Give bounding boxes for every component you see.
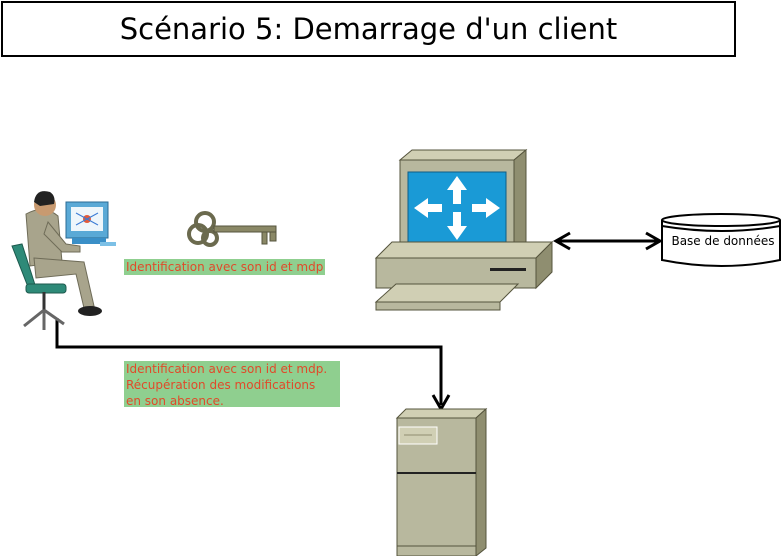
tower-server-icon bbox=[395, 407, 488, 556]
sync-note: Identification avec son id et mdp. Récup… bbox=[124, 361, 340, 408]
central-workstation-icon bbox=[374, 148, 554, 311]
title-box: Scénario 5: Demarrage d'un client bbox=[1, 1, 736, 57]
database-icon bbox=[661, 213, 781, 267]
sync-note-line: en son absence. bbox=[126, 394, 224, 408]
key-icon bbox=[187, 211, 277, 247]
sync-note-line: Identification avec son id et mdp. bbox=[126, 362, 328, 376]
diagram-title: Scénario 5: Demarrage d'un client bbox=[119, 12, 618, 46]
connector-workstation-database bbox=[552, 231, 664, 251]
sync-note-line: Récupération des modifications bbox=[126, 378, 316, 392]
login-note: Identification avec son id et mdp bbox=[124, 259, 326, 275]
user-at-computer-icon bbox=[11, 191, 116, 330]
database-label: Base de données bbox=[671, 234, 775, 248]
